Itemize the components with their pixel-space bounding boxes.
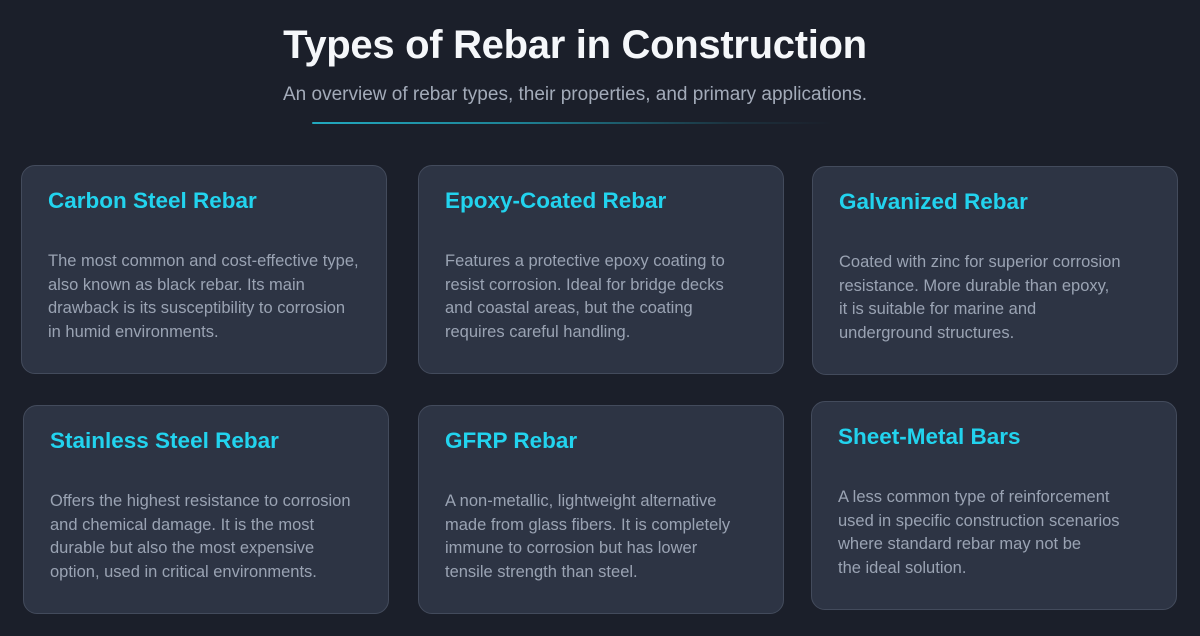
card-title: GFRP Rebar: [445, 428, 578, 453]
description-line: also known as black rebar. Its main: [48, 275, 305, 294]
description-line: A non-metallic, lightweight alternative: [445, 492, 717, 510]
card-galvanized-rebar: Galvanized Rebar Coated with zinc for su…: [812, 166, 1178, 375]
card-description: A less common type of reinforcement used…: [838, 486, 1188, 580]
description-line: resistance. More durable than epoxy,: [839, 276, 1110, 295]
card-description: A non-metallic, lightweight alternative …: [445, 490, 795, 584]
card-title: Epoxy-Coated Rebar: [445, 188, 667, 213]
description-line: underground structures.: [839, 323, 1015, 342]
card-carbon-steel-rebar: Carbon Steel Rebar The most common and c…: [21, 165, 387, 374]
card-description: The most common and cost-effective type,…: [48, 250, 398, 344]
card-epoxy-coated-rebar: Epoxy-Coated Rebar Features a protective…: [418, 165, 784, 374]
card-title: Carbon Steel Rebar: [48, 188, 257, 213]
card-sheet-metal-bars: Sheet-Metal Bars A less common type of r…: [811, 401, 1177, 610]
description-line: it is suitable for marine and: [839, 300, 1037, 318]
card-description: Offers the highest resistance to corrosi…: [50, 490, 400, 584]
page-title: Types of Rebar in Construction: [283, 23, 867, 67]
description-line: the ideal solution.: [838, 558, 967, 577]
description-line: made from glass fibers. It is completely: [445, 515, 731, 534]
card-stainless-steel-rebar: Stainless Steel Rebar Offers the highest…: [23, 405, 389, 614]
description-line: The most common and cost-effective type,: [48, 252, 359, 270]
description-line: A less common type of reinforcement: [838, 488, 1110, 506]
description-line: requires careful handling.: [445, 322, 631, 341]
description-line: option, used in critical environments.: [50, 562, 317, 581]
header-divider: [312, 122, 832, 124]
description-line: Offers the highest resistance to corrosi…: [50, 492, 351, 510]
card-description: Features a protective epoxy coating to r…: [445, 250, 795, 344]
description-line: Features a protective epoxy coating to: [445, 252, 725, 270]
description-line: in humid environments.: [48, 322, 219, 341]
card-title: Galvanized Rebar: [839, 189, 1028, 214]
card-title: Sheet-Metal Bars: [838, 424, 1021, 449]
description-line: used in specific construction scenarios: [838, 511, 1120, 530]
description-line: durable but also the most expensive: [50, 539, 315, 557]
description-line: and chemical damage. It is the most: [50, 515, 315, 534]
card-description: Coated with zinc for superior corrosion …: [839, 251, 1189, 345]
description-line: and coastal areas, but the coating: [445, 299, 693, 317]
description-line: resist corrosion. Ideal for bridge decks: [445, 275, 724, 294]
page-subtitle: An overview of rebar types, their proper…: [283, 84, 867, 105]
description-line: immune to corrosion but has lower: [445, 539, 698, 557]
description-line: Coated with zinc for superior corrosion: [839, 253, 1121, 271]
card-gfrp-rebar: GFRP Rebar A non-metallic, lightweight a…: [418, 405, 784, 614]
description-line: tensile strength than steel.: [445, 562, 638, 581]
description-line: where standard rebar may not be: [838, 535, 1082, 553]
card-title: Stainless Steel Rebar: [50, 428, 279, 453]
description-line: drawback is its susceptibility to corros…: [48, 299, 346, 317]
